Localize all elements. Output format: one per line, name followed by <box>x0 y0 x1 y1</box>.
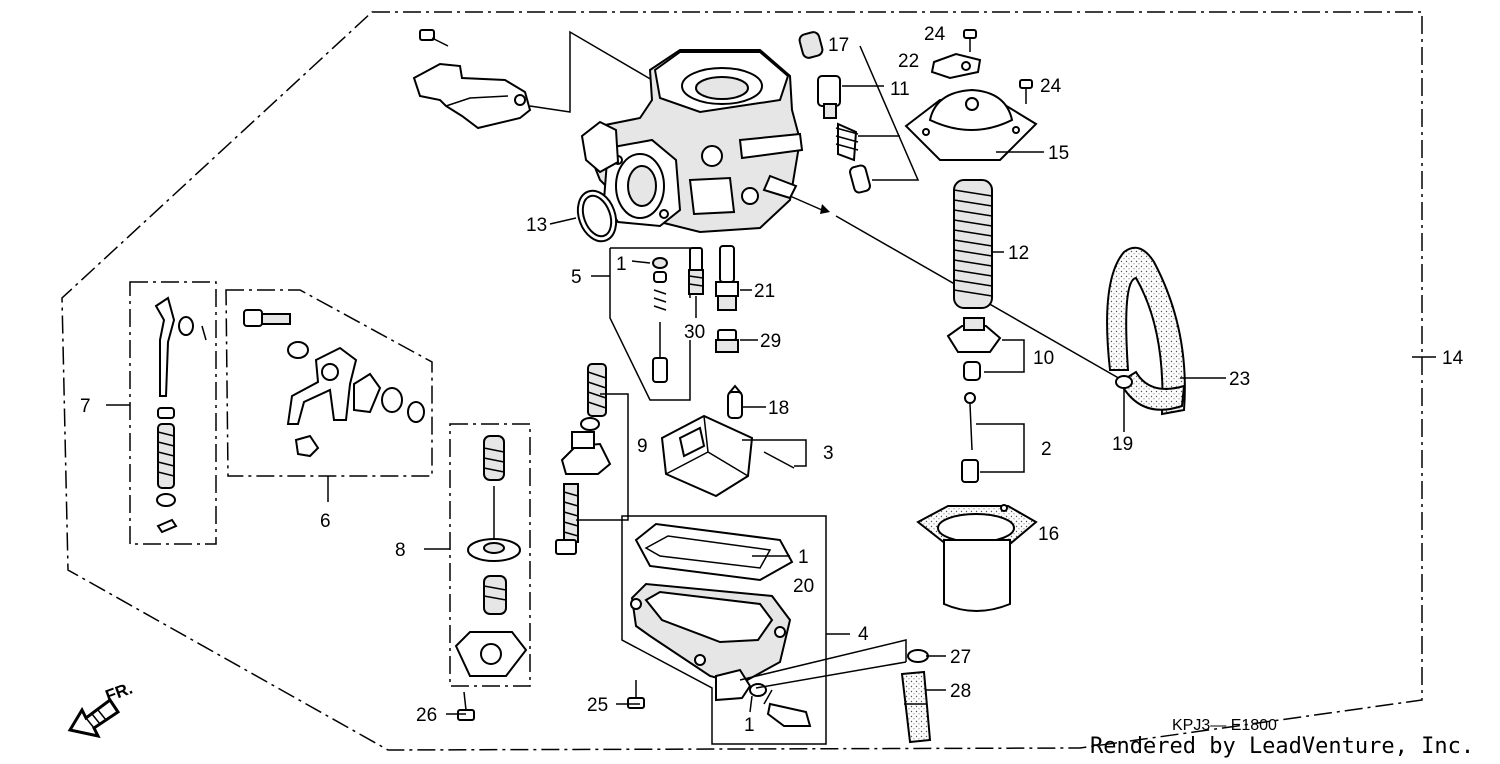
compression-spring[interactable] <box>953 179 993 309</box>
callout-9: 9 <box>637 436 648 457</box>
chamber-screw[interactable] <box>627 680 645 709</box>
air-screw-set[interactable] <box>798 31 871 194</box>
drain-tube[interactable] <box>900 670 932 744</box>
callout-25: 25 <box>587 695 608 716</box>
callout-22: 22 <box>898 51 919 72</box>
carburetor-body[interactable] <box>412 29 804 234</box>
leader-lines <box>446 85 1226 715</box>
callout-8: 8 <box>395 540 406 561</box>
callout-29: 29 <box>760 331 781 352</box>
callout-12: 12 <box>1008 243 1029 264</box>
callout-21: 21 <box>754 281 775 302</box>
render-credit: Rendered by LeadVenture, Inc. <box>1090 734 1474 759</box>
callout-1: 1 <box>798 547 809 568</box>
callout-30: 30 <box>684 322 705 343</box>
callout-1: 1 <box>616 254 627 275</box>
float-valve[interactable] <box>727 384 743 419</box>
callout-10: 10 <box>1033 348 1054 369</box>
float-valve-screw-set[interactable] <box>555 363 612 555</box>
front-direction-arrow: FR. <box>67 679 135 739</box>
o-ring[interactable] <box>571 185 623 246</box>
drain-clip[interactable] <box>907 649 929 663</box>
vacuum-cover-screws[interactable] <box>930 29 1033 104</box>
vacuum-piston-diaphragm[interactable] <box>916 504 1038 612</box>
callout-24: 24 <box>1040 76 1062 97</box>
drain-screw[interactable] <box>457 691 475 721</box>
callout-28: 28 <box>950 681 971 702</box>
accelerator-pump-set[interactable] <box>454 435 528 677</box>
throttle-cable-bracket <box>412 29 532 130</box>
jet-needle[interactable] <box>961 392 979 483</box>
callout-26: 26 <box>416 705 437 726</box>
pilot-screw-set[interactable] <box>652 257 668 383</box>
callout-17: 17 <box>828 35 849 56</box>
callout-16: 16 <box>1038 524 1059 545</box>
callout-4: 4 <box>858 624 869 645</box>
callout-20: 20 <box>793 576 814 597</box>
needle-holder-set[interactable] <box>946 317 1002 381</box>
throttle-stop-set[interactable] <box>154 296 207 534</box>
needle-jet-holder[interactable] <box>715 245 739 311</box>
callout-13: 13 <box>526 215 547 236</box>
callout-19: 19 <box>1112 434 1133 455</box>
front-label: FR. <box>103 679 135 706</box>
assembly-outline <box>61 11 1423 751</box>
overflow-tube[interactable] <box>1106 246 1186 416</box>
callout-3: 3 <box>823 443 834 464</box>
callout-7: 7 <box>80 396 91 417</box>
callout-5: 5 <box>571 267 582 288</box>
callout-6: 6 <box>320 511 331 532</box>
callout-1: 1 <box>744 715 755 736</box>
float[interactable] <box>660 414 795 498</box>
callout-15: 15 <box>1048 143 1069 164</box>
callout-18: 18 <box>768 398 789 419</box>
main-jet[interactable] <box>715 329 739 353</box>
callout-14: 14 <box>1442 348 1464 369</box>
tube-clip[interactable] <box>1115 375 1133 389</box>
callout-27: 27 <box>950 647 971 668</box>
callout-2: 2 <box>1041 439 1052 460</box>
callout-23: 23 <box>1229 369 1250 390</box>
vacuum-chamber-cover[interactable] <box>904 88 1038 161</box>
callout-24: 24 <box>924 24 946 45</box>
callout-labels: 1 1 1 2 3 4 5 6 7 8 9 10 11 12 13 14 15 … <box>80 24 1464 736</box>
diagram-code: KPJ3— E1800 <box>1172 717 1277 734</box>
float-chamber-body[interactable] <box>630 522 812 727</box>
choke-lever-set[interactable] <box>243 309 425 458</box>
callout-11: 11 <box>890 79 910 100</box>
slow-jet[interactable] <box>688 247 704 295</box>
